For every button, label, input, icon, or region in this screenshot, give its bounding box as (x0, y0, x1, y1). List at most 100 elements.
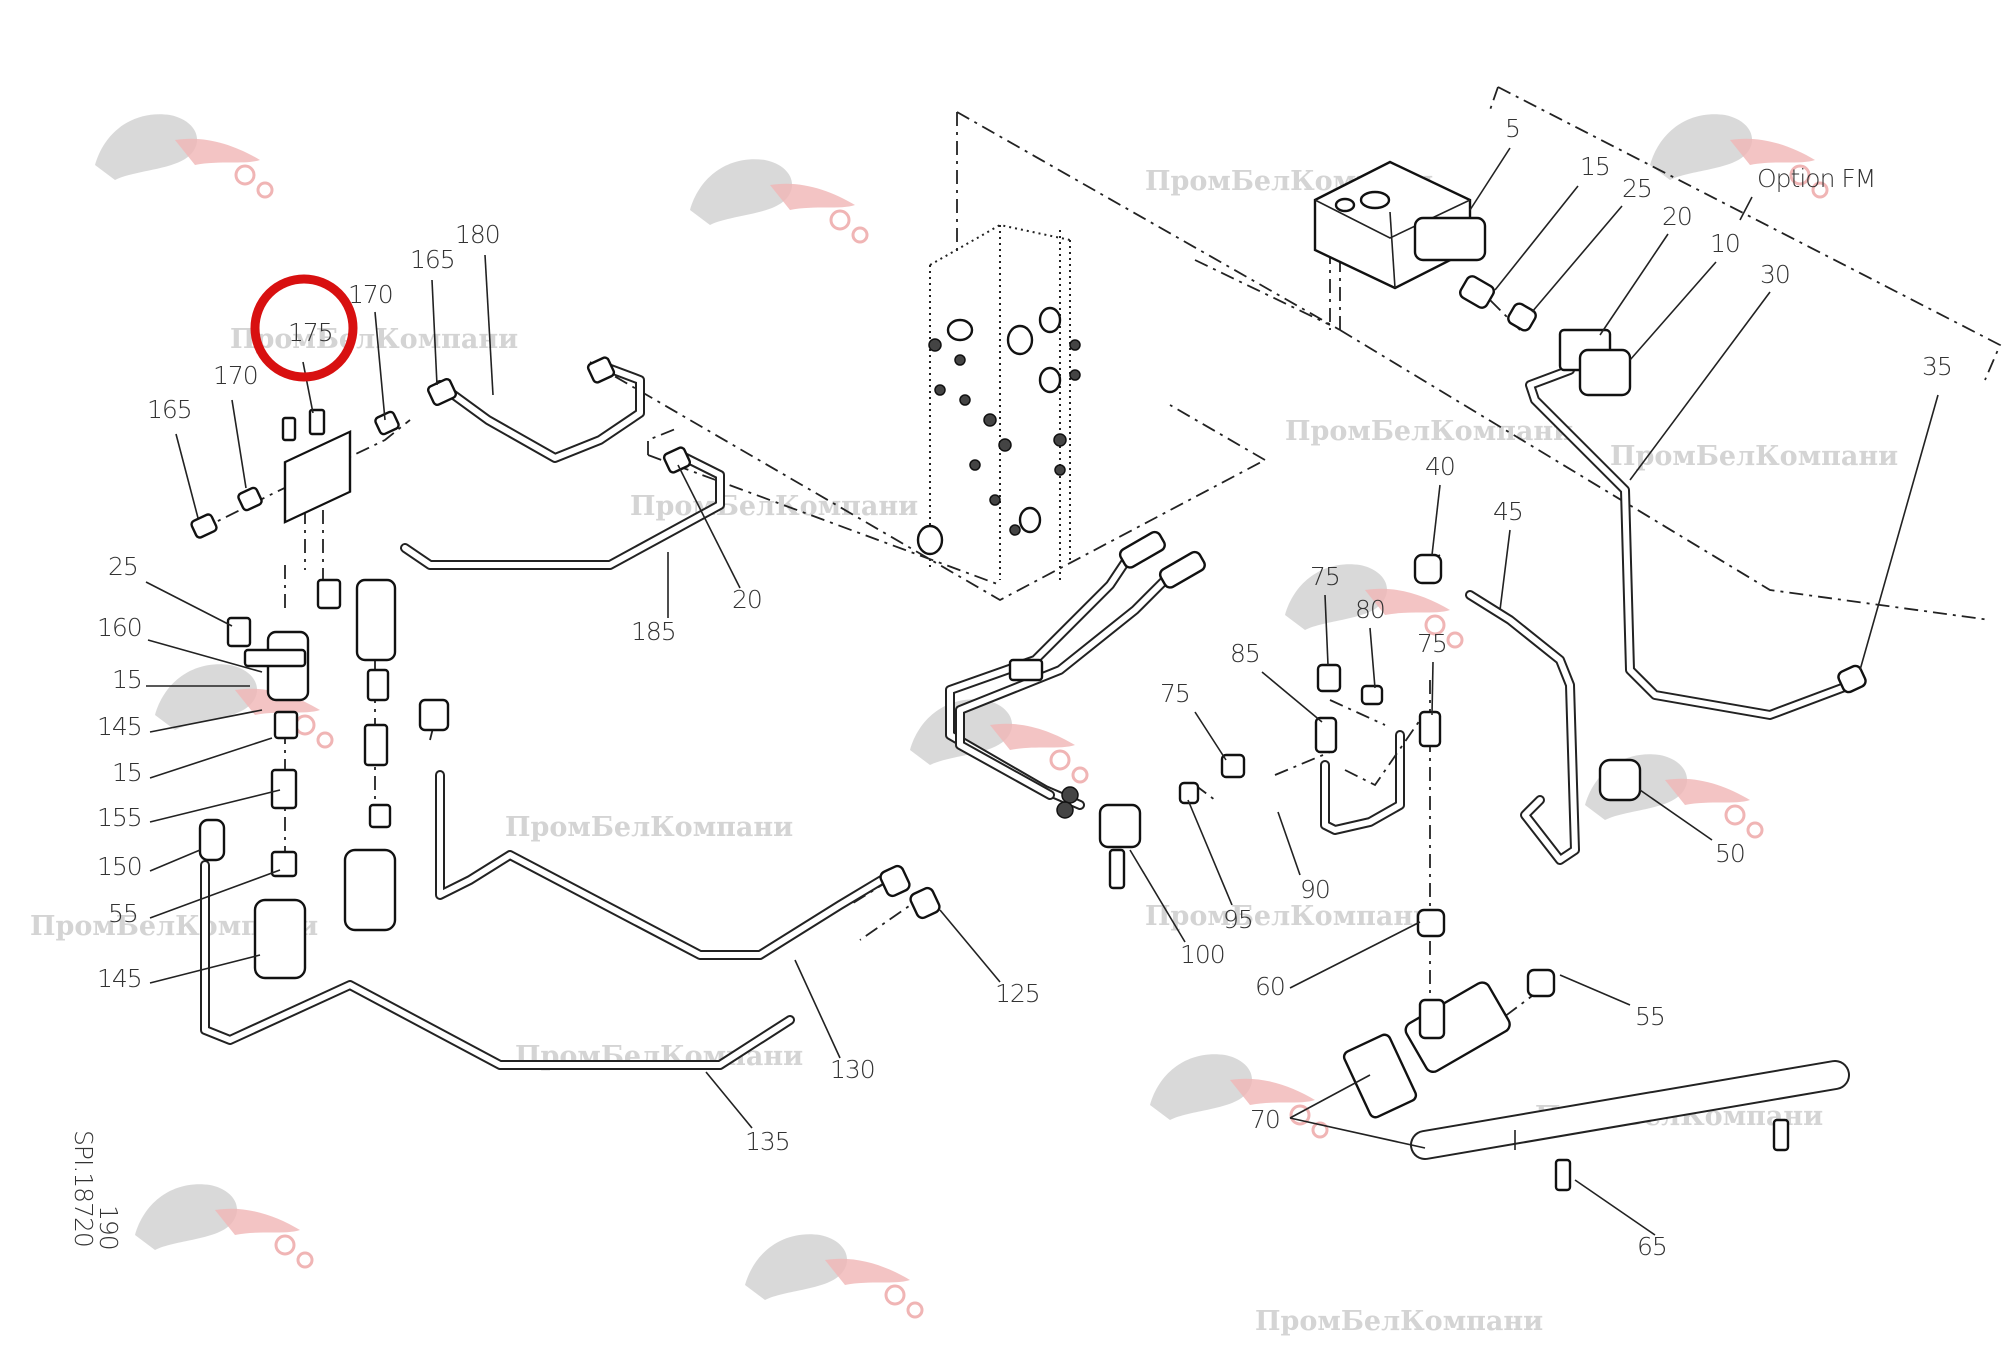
highlight-circle-part-175 (250, 274, 358, 382)
leader-line-75 (1324, 594, 1329, 666)
callout-180[interactable]: 180 (455, 220, 501, 249)
watermark-text: ПромБелКомпани (505, 812, 793, 843)
callout-30[interactable]: 30 (1760, 260, 1791, 289)
callout-50[interactable]: 50 (1715, 839, 1746, 868)
callout-135[interactable]: 135 (745, 1127, 791, 1156)
leader-line-50 (1639, 789, 1713, 841)
leader-line-65 (1574, 1179, 1656, 1236)
leader-line-95 (1187, 799, 1233, 906)
callout-170[interactable]: 170 (213, 361, 259, 390)
watermark-text: ПромБелКомпани (1285, 416, 1573, 447)
leader-line-20 (677, 464, 741, 589)
leader-line-75 (1194, 711, 1227, 761)
watermark-logo-icon (690, 159, 869, 244)
option-label: Option FM (1757, 164, 1875, 193)
watermark-logo-icon (1650, 114, 1829, 199)
watermark-text: ПромБелКомпани (1145, 901, 1433, 932)
callout-75[interactable]: 75 (1160, 679, 1191, 708)
part-callouts: 1751701651801701652516015145151551505514… (97, 114, 1953, 1261)
callout-100[interactable]: 100 (1180, 940, 1226, 969)
callout-145[interactable]: 145 (97, 712, 143, 741)
leader-line-5 (1469, 147, 1511, 211)
callout-170[interactable]: 170 (348, 280, 394, 309)
callout-150[interactable]: 150 (97, 852, 143, 881)
callout-160[interactable]: 160 (97, 613, 143, 642)
leader-line-125 (939, 909, 1001, 983)
leader-line-25 (145, 581, 233, 627)
leader-line-60 (1289, 921, 1421, 989)
callout-15[interactable]: 15 (112, 758, 143, 787)
callout-75[interactable]: 75 (1417, 629, 1448, 658)
leader-line-55 (149, 869, 281, 919)
callout-5[interactable]: 5 (1505, 114, 1521, 143)
leader-line-30 (1629, 291, 1771, 481)
leader-line-130 (794, 959, 841, 1059)
callout-55[interactable]: 55 (1635, 1002, 1666, 1031)
leader-line-10 (1629, 261, 1717, 361)
leader-line-155 (149, 789, 281, 823)
callout-95[interactable]: 95 (1223, 905, 1254, 934)
leader-line-170 (231, 399, 247, 489)
callout-55[interactable]: 55 (108, 899, 139, 928)
watermark-logo-icon (910, 699, 1089, 784)
callout-45[interactable]: 45 (1493, 497, 1524, 526)
leader-line-15 (1494, 185, 1579, 291)
leader-line-145 (149, 954, 261, 984)
watermark-text: ПромБелКомпани (1255, 1306, 1543, 1337)
leader-line-175 (302, 361, 314, 414)
components (190, 160, 1867, 1192)
callout-60[interactable]: 60 (1255, 972, 1286, 1001)
leader-line-90 (1277, 811, 1301, 876)
callout-75[interactable]: 75 (1310, 562, 1341, 591)
callout-130[interactable]: 130 (830, 1055, 876, 1084)
callout-80[interactable]: 80 (1355, 595, 1386, 624)
leader-line-100 (1129, 849, 1186, 943)
main-valve-block (916, 223, 1081, 580)
callout-70[interactable]: 70 (1250, 1105, 1281, 1134)
pipes (200, 360, 1855, 1160)
callout-15[interactable]: 15 (112, 665, 143, 694)
leader-line-15 (149, 737, 273, 779)
callout-10[interactable]: 10 (1710, 229, 1741, 258)
leader-line-20 (1599, 233, 1669, 336)
leader-line-145 (149, 709, 263, 733)
callout-155[interactable]: 155 (97, 803, 143, 832)
watermark-logo-icon (745, 1234, 924, 1319)
leader-lines (145, 147, 1939, 1236)
watermark-logo-icon (135, 1184, 314, 1269)
sheet-number: 190 (94, 1205, 123, 1250)
watermark-text: ПромБелКомпани (630, 491, 918, 522)
leader-line-70b (1289, 1117, 1426, 1149)
leader-line-45 (1499, 529, 1511, 611)
callout-165[interactable]: 165 (410, 245, 456, 274)
callout-65[interactable]: 65 (1637, 1232, 1668, 1261)
leader-line-55 (1559, 974, 1631, 1006)
drawing-id: SPI.18720 (69, 1130, 98, 1247)
leader-line-70 (1289, 1074, 1371, 1119)
leader-line-80 (1369, 627, 1376, 689)
callout-40[interactable]: 40 (1425, 452, 1456, 481)
callout-85[interactable]: 85 (1230, 639, 1261, 668)
callout-20[interactable]: 20 (732, 585, 763, 614)
leader-line-180 (484, 254, 494, 396)
leader-line-75 (1431, 661, 1434, 716)
callout-165[interactable]: 165 (147, 395, 193, 424)
leader-line-165 (175, 433, 199, 519)
leader-line-35 (1859, 394, 1939, 671)
watermark-text: ПромБелКомпани (1610, 441, 1898, 472)
leader-line-160 (147, 639, 263, 673)
callout-145[interactable]: 145 (97, 964, 143, 993)
callout-25[interactable]: 25 (1622, 174, 1653, 203)
callout-125[interactable]: 125 (995, 979, 1041, 1008)
callout-20[interactable]: 20 (1662, 202, 1693, 231)
callout-25[interactable]: 25 (108, 552, 139, 581)
callout-90[interactable]: 90 (1300, 875, 1331, 904)
watermark-logo-icon (1150, 1054, 1329, 1139)
callout-35[interactable]: 35 (1922, 352, 1953, 381)
leader-line-25 (1531, 205, 1623, 313)
callout-175[interactable]: 175 (288, 318, 334, 347)
callout-185[interactable]: 185 (631, 617, 677, 646)
leader-line-150 (149, 849, 201, 872)
callout-15[interactable]: 15 (1580, 152, 1611, 181)
